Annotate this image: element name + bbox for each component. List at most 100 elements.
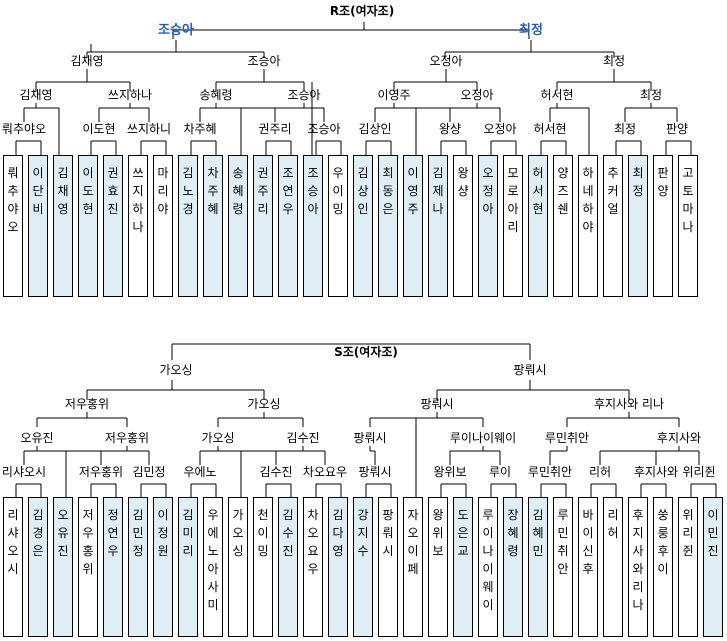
s-group-quarterfinal-label: 루이나이웨이 [450,431,516,445]
r-group-round16-label: 김상인 [358,122,391,136]
s-group-round16-label: 차오요우 [303,465,347,479]
r-group-player-box [378,155,398,297]
s-group-player-box [253,497,273,637]
s-group-quarterfinal-label: 저우홍위 [105,431,149,445]
r-group-semifinal-label: 김채영 [70,54,103,68]
s-group-player-box [603,497,623,637]
s-group-player-box [28,497,48,637]
r-group-round16-label: 이도현 [82,122,115,136]
s-group-quarterfinal-label: 후지사와 [657,431,701,445]
r-group-player-box [53,155,73,297]
r-group-player-box [478,155,498,297]
r-group-quarterfinal-label: 오정아 [460,88,493,102]
r-group-finalist-left: 조승아 [158,22,194,38]
r-group-player-box [278,155,298,297]
r-group-round16-label: 오정아 [483,122,516,136]
s-group-round16-label: 팡뤄시 [358,465,391,479]
s-group-round16-label: 저우홍위 [79,465,123,479]
r-group-player-box [453,155,473,297]
r-group-semifinal-label: 최정 [603,54,625,68]
r-group-title: R조(여자조) [330,3,394,18]
s-group-player-box [353,497,373,637]
s-group-player-box [703,497,723,637]
r-group-quarterfinal-label: 이영주 [377,88,410,102]
s-group-player-box [453,497,473,637]
s-group-round16-label: 리허 [589,465,611,479]
r-group-round16-label: 최정 [614,122,636,136]
r-group-player-box [3,155,23,297]
r-group-round16-label: 조승아 [307,122,340,136]
s-group-round16-label: 우에노 [183,465,216,479]
r-group-player-box [103,155,123,297]
s-group-player-box [478,497,498,637]
s-group-player-box [553,497,573,637]
s-group-player-box [278,497,298,637]
r-group-round16-label: 차주혜 [183,122,216,136]
r-group-player-box [28,155,48,297]
r-group-player-box [303,155,323,297]
r-group-player-box [653,155,673,297]
r-group-semifinal-label: 오정아 [429,54,462,68]
s-group-quarterfinal-label: 루민취안 [545,431,589,445]
s-group-player-box [653,497,673,637]
s-group-semifinal-label: 팡뤄시 [420,397,453,411]
r-group-player-box [353,155,373,297]
s-group-finalist-left: 가오싱 [159,363,192,377]
s-group-player-box [203,497,223,637]
s-group-round16-label: 김민정 [132,465,165,479]
s-group-player-box [153,497,173,637]
s-group-round16-label: 후지사와 [634,465,678,479]
r-group-quarterfinal-label: 최정 [640,88,662,102]
r-group-round16-label: 쓰지하니 [127,122,171,136]
r-group-quarterfinal-label: 쓰지하나 [108,88,152,102]
s-group-round16-label: 위리쥔 [682,465,715,479]
s-group-finalist-right: 팡뤄시 [513,363,546,377]
s-group-player-box [128,497,148,637]
r-group-semifinal-label: 조승아 [247,54,280,68]
s-group-round16-label: 왕위보 [433,465,466,479]
s-group-quarterfinal-label: 김수진 [286,431,319,445]
r-group-round16-label: 왕샹 [439,122,461,136]
r-group-player-box [553,155,573,297]
s-group-player-box [503,497,523,637]
s-group-quarterfinal-label: 가오싱 [201,431,234,445]
s-group-player-box [428,497,448,637]
s-group-quarterfinal-label: 팡뤄시 [353,431,386,445]
s-group-round16-label: 루민취안 [528,465,572,479]
s-group-player-box [178,497,198,637]
s-group-round16-label: 리샤오시 [2,465,46,479]
r-group-quarterfinal-label: 송혜령 [199,88,232,102]
s-group-player-box [378,497,398,637]
r-group-player-box [528,155,548,297]
s-group-player-box [528,497,548,637]
